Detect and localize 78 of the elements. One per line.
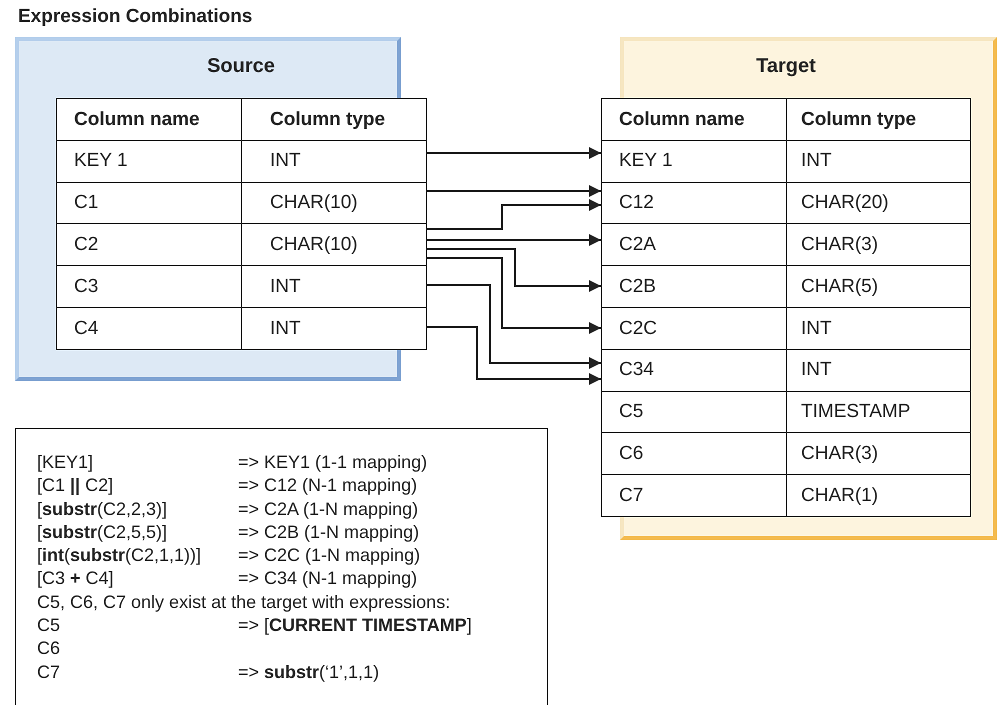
cell-text: INT [801,359,832,382]
cell-text: CHAR(5) [801,276,878,298]
cell-text: C34 [619,359,654,382]
table-row [601,223,971,267]
connector-arrow [427,248,601,292]
note-text: => C2C (1-N mapping) [238,544,422,568]
note-text: C7 [37,660,62,684]
cell-text: INT [270,150,301,172]
note-text: => C12 (N-1 mapping) [238,474,418,498]
note-text: [int(substr(C2,1,1))] [37,544,202,568]
table-row [601,140,971,184]
cell-text: C2C [619,318,658,340]
table-row [601,432,971,476]
note-text: => C2A (1-N mapping) [238,498,420,521]
cell-text: C3 [74,276,98,298]
note-text: => [CURRENT TIMESTAMP] [238,614,473,638]
cell-text: C2A [619,234,656,256]
cell-text: C2 [74,234,98,256]
panel-heading: Target [756,55,816,77]
note-text: C5, C6, C7 only exist at the target with expressions: [37,590,452,614]
cell-text: CHAR(3) [801,234,878,256]
table-row [56,140,427,184]
cell-text: INT [270,276,301,298]
table-row [601,348,971,392]
cell-text: C7 [619,484,644,507]
cell-text: C12 [619,192,654,214]
note-text: C6 [37,637,62,660]
column-heading: Column type [801,108,916,131]
column-heading: Column name [74,108,200,131]
note-text: => C34 (N-1 mapping) [238,567,418,590]
connector-arrow [427,199,601,230]
table-row [601,474,971,518]
table-row [601,182,971,225]
cell-text: KEY 1 [74,150,128,172]
note-text: => C2B (1-N mapping) [238,520,420,544]
connector-arrow [427,326,601,385]
cell-text: CHAR(1) [801,484,878,507]
note-text: => substr(‘1’,1,1) [238,660,380,684]
note-box [15,428,548,705]
note-text: [C1 || C2] [37,474,114,498]
cell-text: C2B [619,276,656,298]
cell-text: INT [801,318,832,340]
table-row [601,265,971,308]
note-text: [substr(C2,5,5)] [37,520,168,544]
connector-arrow [427,147,601,159]
cell-text: KEY 1 [619,150,673,172]
cell-text: TIMESTAMP [801,401,910,424]
cell-text: INT [270,318,301,340]
note-text: [KEY1] [37,451,94,474]
connector-arrow [427,284,601,369]
table-row [56,265,427,308]
panel-heading: Source [207,55,275,77]
table-row [601,307,971,350]
diagram-title: Expression Combinations [18,6,252,28]
note-text: => KEY1 (1-1 mapping) [238,451,428,474]
cell-text: C5 [619,401,644,424]
table-row [601,390,971,434]
note-text: [substr(C2,2,3)] [37,498,168,521]
note-text: C5 [37,614,62,638]
connector-arrow [427,257,601,334]
column-heading: Column name [619,108,745,131]
note-text: [C3 + C4] [37,567,115,590]
cell-text: INT [801,150,832,172]
cell-text: CHAR(20) [801,192,889,214]
cell-text: CHAR(3) [801,443,878,466]
connector-arrow [427,234,601,246]
column-heading: Column type [270,108,386,131]
cell-text: C1 [74,192,98,214]
cell-text: C4 [74,318,98,340]
table-header-row [601,98,971,142]
connector-arrow [427,185,601,197]
table-header-row [56,98,427,142]
table-row [56,182,427,225]
table-row [56,223,427,267]
cell-text: C6 [619,443,644,466]
table-row [56,307,427,350]
cell-text: CHAR(10) [270,234,358,256]
cell-text: CHAR(10) [270,192,358,214]
